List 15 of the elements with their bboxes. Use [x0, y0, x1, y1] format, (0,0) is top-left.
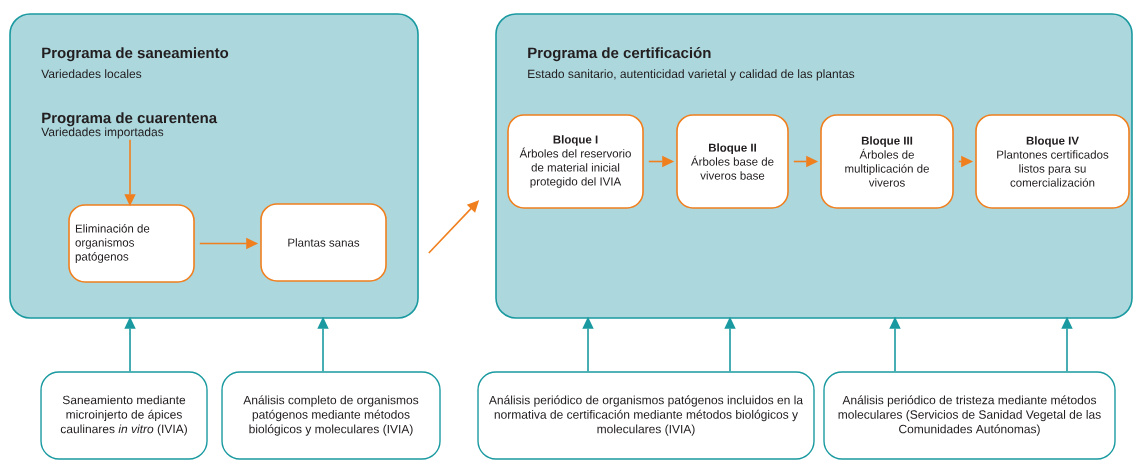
subtitle: Estado sanitario, autenticidad varietal y calidad de las plantas	[528, 69, 855, 81]
heading: Programa de certificación	[528, 47, 711, 62]
method-box: Análisis periódico de tristeza mediante métodos moleculares (Servicios de Sanidad Vegetal de las Comunidades Autónomas)	[823, 371, 1116, 460]
process-box: Bloque IV Plantones certificados listos para su comercialización	[975, 114, 1130, 209]
method-box: Análisis completo de organismos patógenos mediante métodos biológicos y moleculares (IVIA)	[221, 371, 441, 460]
process-box: Bloque I Árboles del reservorio de material inicial protegido del IVIA	[507, 114, 644, 209]
process-box: Eliminación de organismos patógenos	[68, 204, 195, 283]
method-box: Análisis periódico de organismos patógenos incluidos en la normativa de certificación mediante métodos biológicos y moleculares (IVIA)	[477, 371, 815, 460]
process-box: Bloque II Árboles base de viveros base	[676, 114, 789, 209]
process-box: Plantas sanas	[260, 203, 387, 282]
process-box: Bloque III Árboles de multiplicación de viveros	[820, 114, 954, 209]
subtitle: Variedades locales	[41, 69, 142, 79]
section-heading: Programa de cuarentena Variedades importadas	[41, 112, 218, 139]
method-box: Saneamiento mediante microinjerto de ápices caulinares in vitro (IVIA)	[40, 371, 208, 460]
heading: Programa de saneamiento	[42, 47, 229, 62]
